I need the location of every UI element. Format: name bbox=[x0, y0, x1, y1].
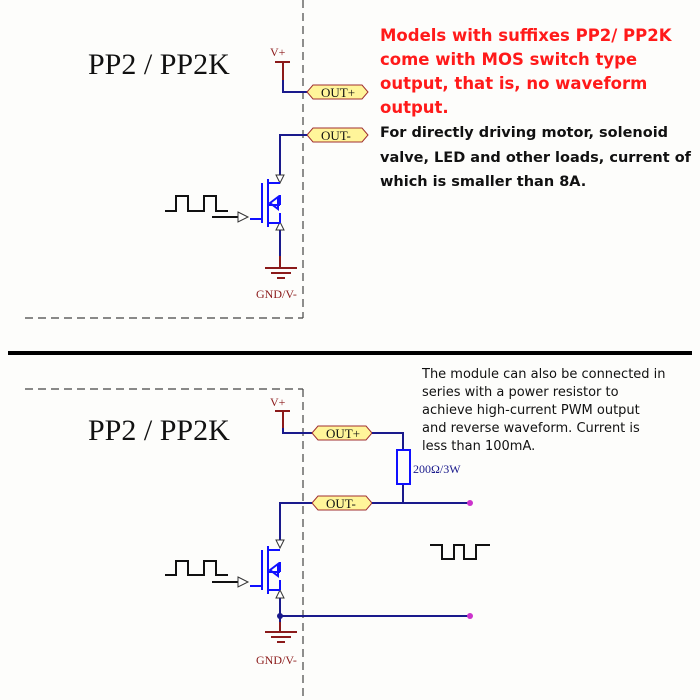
bottom-panel: PP2 / PP2K V+ OUT+ OUT- 200Ω/3W GND/V- bbox=[25, 388, 490, 700]
gate-arrow-icon bbox=[237, 576, 250, 588]
resistor-symbol bbox=[396, 449, 411, 485]
out-plus-port: OUT+ bbox=[311, 425, 373, 441]
note-line: output, that is, no waveform bbox=[380, 74, 648, 93]
module-boundary bbox=[25, 388, 304, 700]
note-line: less than 100mA. bbox=[422, 439, 536, 454]
module-boundary bbox=[25, 0, 304, 319]
svg-text:OUT-: OUT- bbox=[321, 128, 351, 143]
input-pulse-wave bbox=[165, 195, 228, 212]
out-minus-port: OUT- bbox=[306, 127, 369, 143]
gate-arrow-icon bbox=[237, 211, 250, 223]
mosfet-symbol bbox=[249, 178, 281, 228]
pin-arrows bbox=[275, 539, 285, 599]
pin-arrows bbox=[275, 174, 285, 231]
module-title: PP2 / PP2K bbox=[88, 414, 230, 447]
note-line: output. bbox=[380, 98, 449, 117]
note-line: series with a power resistor to bbox=[422, 385, 619, 400]
vplus-label: V+ bbox=[270, 395, 286, 409]
mosfet-symbol bbox=[249, 545, 281, 595]
input-pulse-wave bbox=[165, 560, 228, 576]
out-plus-port: OUT+ bbox=[306, 84, 369, 100]
note-line: The module can also be connected in bbox=[422, 367, 666, 382]
wire-resistor bbox=[372, 432, 470, 504]
ground-terminal bbox=[467, 613, 473, 619]
vplus-symbol bbox=[275, 61, 290, 80]
series-resistor-note: The module can also be connected in seri… bbox=[422, 366, 666, 456]
out-minus-port: OUT- bbox=[311, 495, 373, 511]
ground-icon bbox=[265, 256, 297, 279]
output-inverted-wave bbox=[430, 544, 490, 560]
note-line: valve, LED and other loads, current of bbox=[380, 149, 691, 166]
svg-text:OUT-: OUT- bbox=[326, 496, 356, 511]
divider bbox=[8, 351, 692, 355]
note-line: and reverse waveform. Current is bbox=[422, 421, 640, 436]
mos-note-red: Models with suffixes PP2/ PP2K come with… bbox=[380, 24, 672, 120]
gnd-label: GND/V- bbox=[256, 287, 297, 301]
vplus-symbol bbox=[275, 410, 290, 428]
svg-text:OUT+: OUT+ bbox=[321, 85, 355, 100]
module-title: PP2 / PP2K bbox=[88, 48, 230, 81]
svg-text:OUT+: OUT+ bbox=[326, 426, 360, 441]
resistor-label: 200Ω/3W bbox=[413, 462, 461, 476]
junction-dot bbox=[277, 613, 283, 619]
wire-vplus bbox=[282, 428, 313, 434]
note-line: For directly driving motor, solenoid bbox=[380, 125, 669, 141]
vplus-label: V+ bbox=[270, 45, 286, 59]
note-line: Models with suffixes PP2/ PP2K bbox=[380, 26, 672, 45]
top-panel: PP2 / PP2K V+ OUT+ OUT- GND/V- bbox=[25, 0, 369, 319]
note-line: achieve high-current PWM output bbox=[422, 403, 640, 418]
gnd-label: GND/V- bbox=[256, 653, 297, 667]
wire-drain-source bbox=[279, 502, 470, 630]
ground-icon bbox=[265, 622, 297, 643]
output-terminal bbox=[467, 500, 473, 506]
wire-vplus bbox=[282, 80, 307, 93]
note-line: come with MOS switch type bbox=[380, 50, 638, 69]
mos-note-black: For directly driving motor, solenoid val… bbox=[380, 121, 691, 195]
note-line: which is smaller than 8A. bbox=[380, 174, 587, 190]
